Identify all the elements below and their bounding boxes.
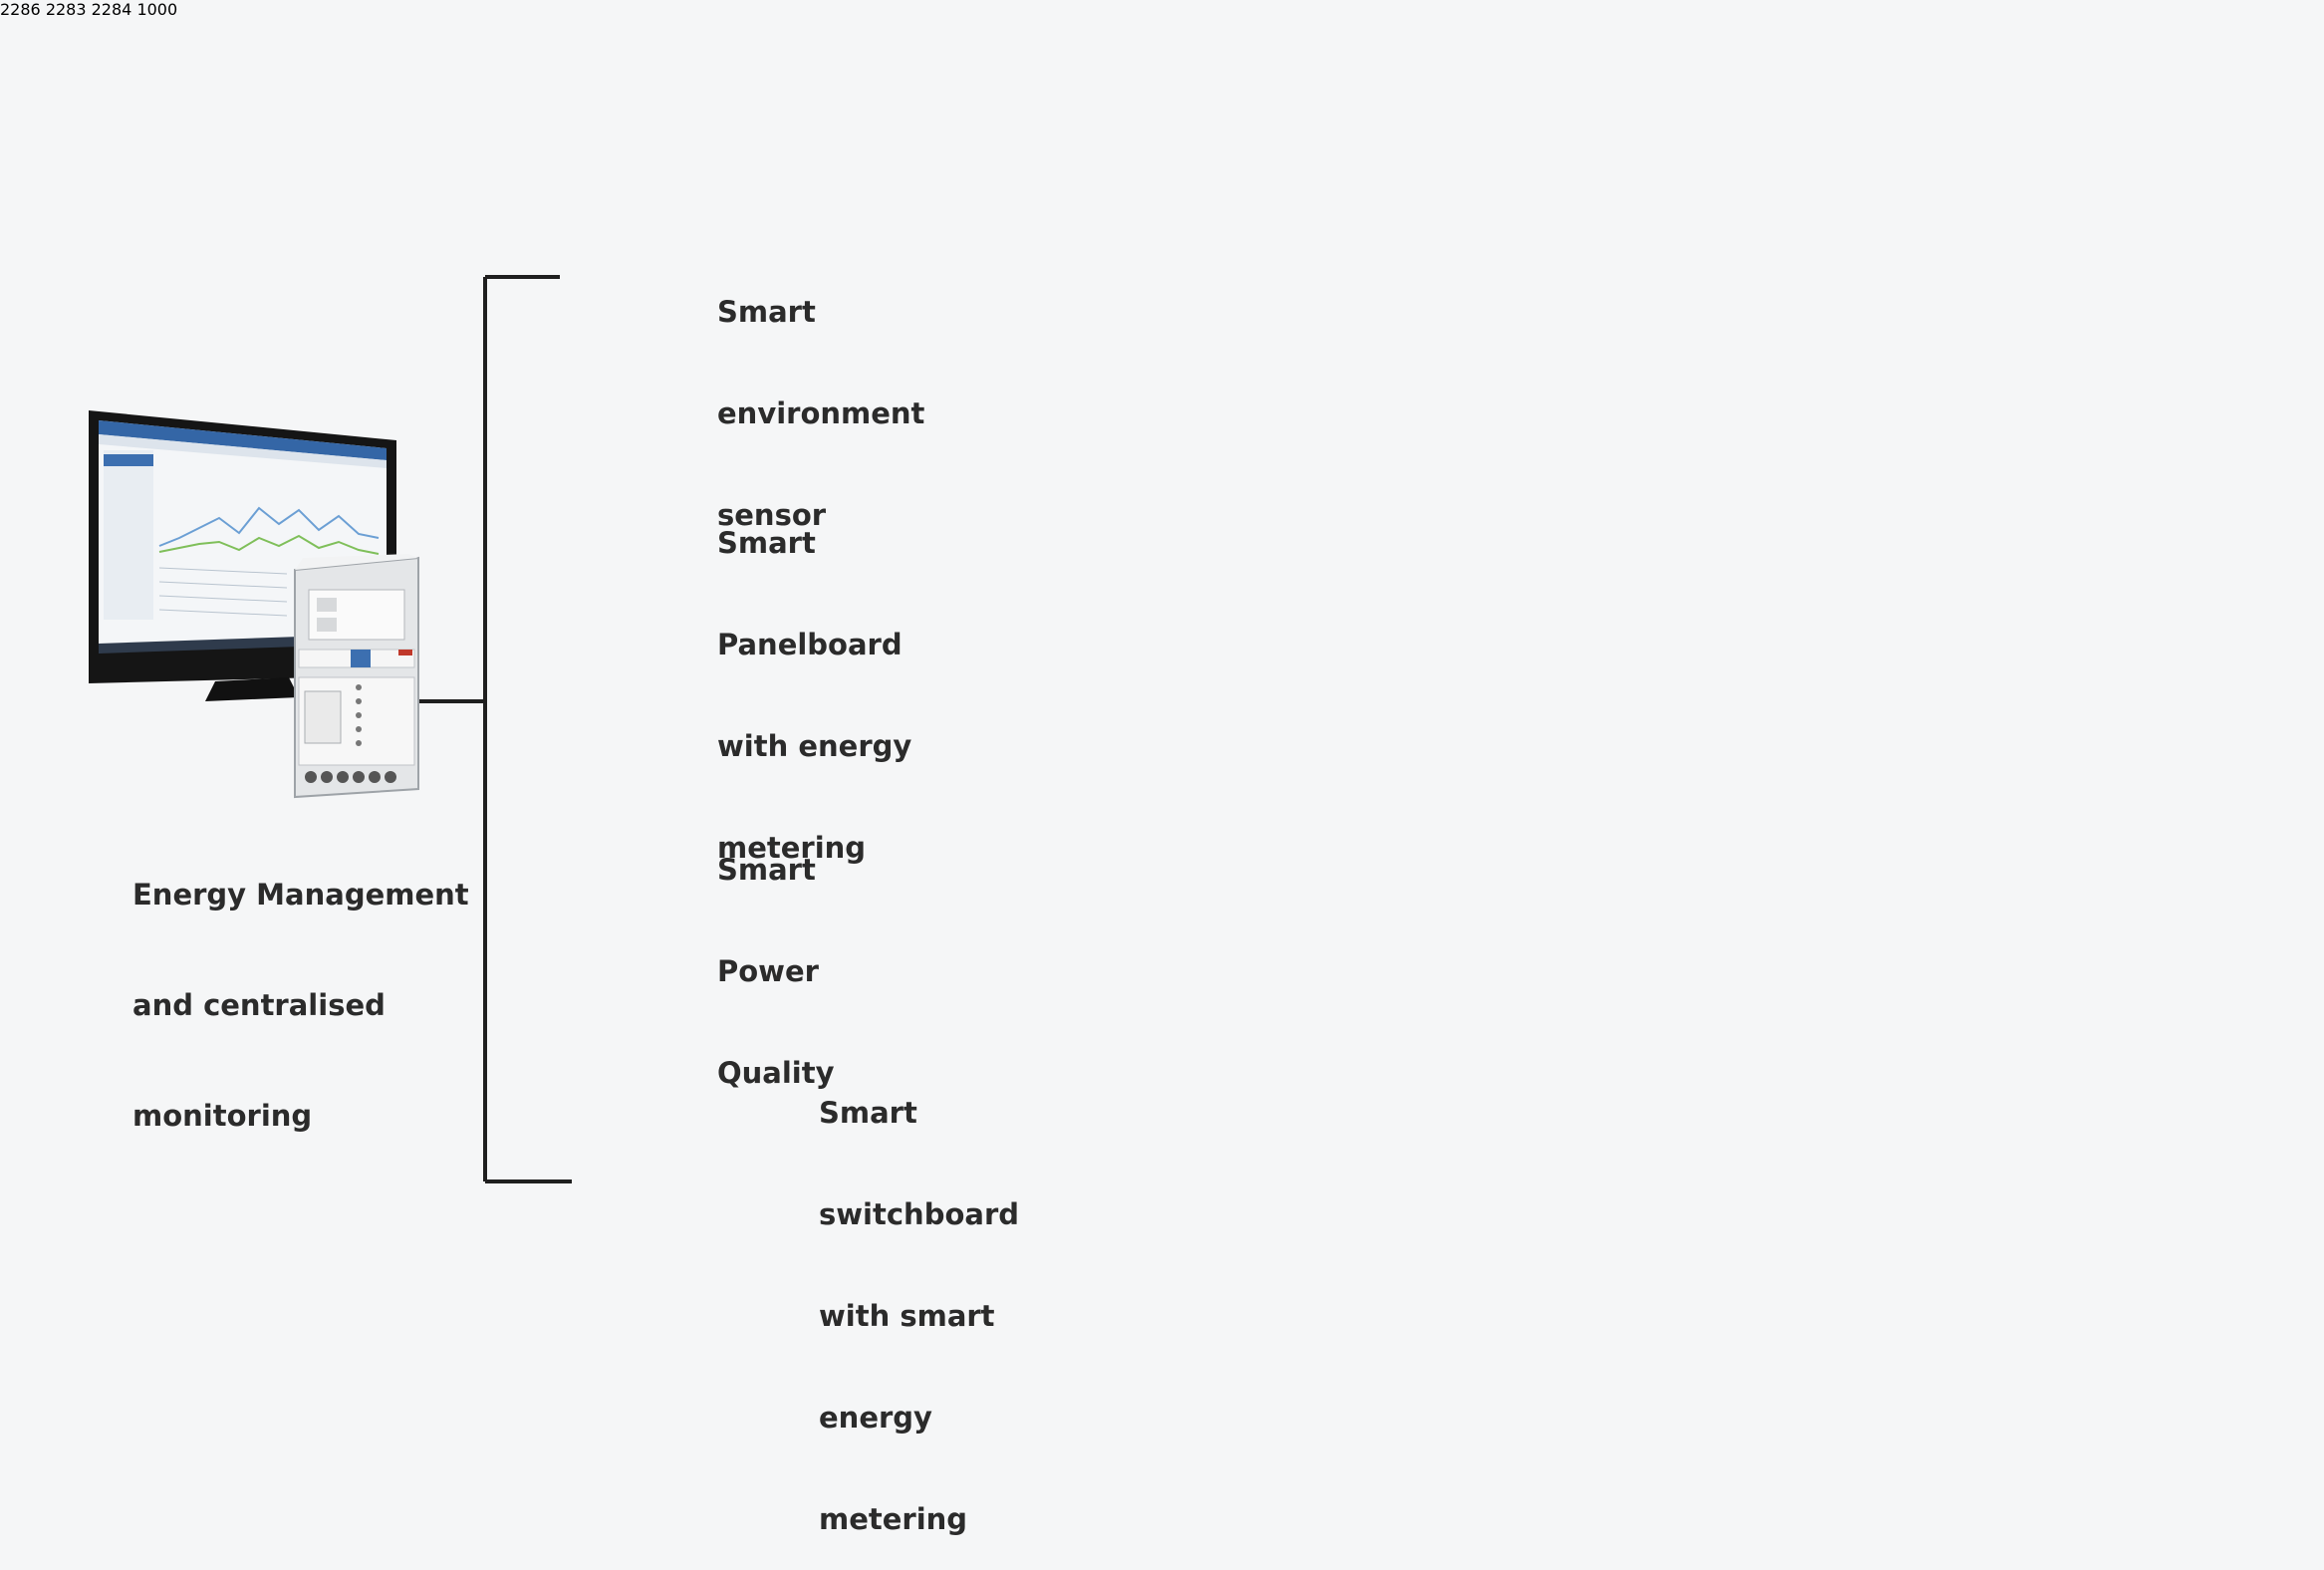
label-line: Smart <box>819 1096 917 1130</box>
label-line: environment <box>717 396 925 430</box>
center-label-line: Energy Management <box>132 878 469 912</box>
label-line: with smart <box>819 1299 995 1333</box>
center-label: Energy Management and centralised monito… <box>132 803 469 1172</box>
label-line: sensor <box>717 498 827 532</box>
label-line: metering <box>819 1502 968 1536</box>
connector-tree <box>410 275 572 1183</box>
meter-reading: 1000 <box>136 0 178 19</box>
label-line: Quality <box>717 1056 835 1090</box>
meters-device: 2286 2283 2284 1000 <box>0 0 177 19</box>
meter-reading: 2283 <box>45 0 87 19</box>
monitoring-workstation <box>89 410 419 799</box>
center-label-line: monitoring <box>132 1099 313 1133</box>
switchboard-label: Smart switchboard with smart energy mete… <box>819 1028 1019 1570</box>
label-line: Power <box>717 954 819 988</box>
power-quality-label: Smart Power Quality <box>717 785 835 1124</box>
label-line: Panelboard <box>717 628 903 661</box>
center-label-line: and centralised <box>132 988 386 1022</box>
environment-sensor-label: Smart environment sensor <box>717 227 924 566</box>
meter-reading: 2286 <box>0 0 41 19</box>
meter-reading: 2284 <box>91 0 132 19</box>
label-line: metering <box>717 831 867 865</box>
panelboard-label: Smart Panelboard with energy metering <box>717 458 911 899</box>
label-line: switchboard <box>819 1197 1020 1231</box>
smart-building-diagram <box>89 275 572 1183</box>
energy-controller <box>294 554 419 799</box>
label-line: Smart <box>717 526 816 560</box>
label-line: energy <box>819 1401 932 1435</box>
label-line: Smart <box>717 853 816 887</box>
label-line: with energy <box>717 729 912 763</box>
label-line: Smart <box>717 295 816 329</box>
